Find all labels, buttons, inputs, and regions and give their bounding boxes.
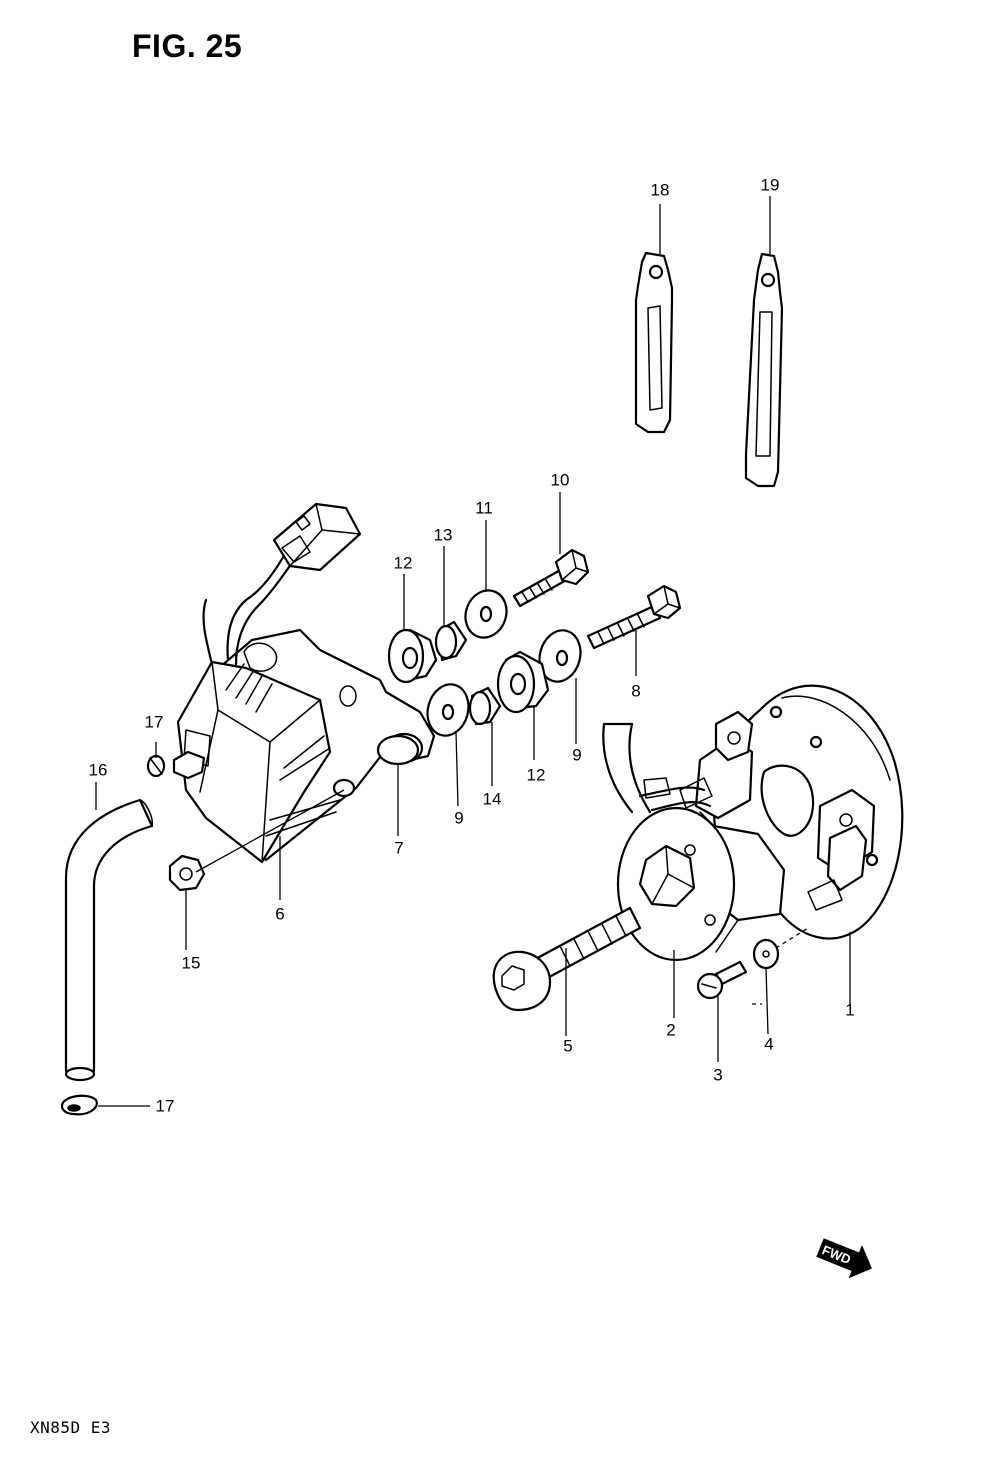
part-13-spacer[interactable] bbox=[436, 622, 466, 660]
part-4-washer[interactable] bbox=[754, 940, 778, 968]
part-5-bolt[interactable] bbox=[494, 908, 640, 1010]
part-9-washer-left[interactable] bbox=[422, 680, 474, 741]
callout-18[interactable]: 18 bbox=[650, 180, 670, 200]
leader-lines bbox=[96, 196, 850, 1106]
callout-9-left[interactable]: 9 bbox=[454, 808, 464, 828]
callout-14[interactable]: 14 bbox=[482, 789, 502, 809]
callout-5[interactable]: 5 bbox=[563, 1036, 573, 1056]
part-17-clamp-lower[interactable] bbox=[62, 1096, 97, 1115]
forward-arrow-icon: FWD bbox=[816, 1236, 876, 1280]
callout-10[interactable]: 10 bbox=[550, 470, 570, 490]
callout-3[interactable]: 3 bbox=[713, 1065, 723, 1085]
part-15-nut[interactable] bbox=[170, 856, 204, 890]
callout-16[interactable]: 16 bbox=[88, 760, 108, 780]
callout-12-lower[interactable]: 12 bbox=[526, 765, 546, 785]
part-19-ground-strap[interactable] bbox=[746, 254, 782, 486]
callout-7[interactable]: 7 bbox=[394, 838, 404, 858]
callout-4[interactable]: 4 bbox=[764, 1034, 774, 1054]
part-2-rotor[interactable] bbox=[618, 808, 784, 960]
callout-15[interactable]: 15 bbox=[181, 953, 201, 973]
part-16-hose[interactable] bbox=[66, 800, 152, 1080]
callout-9[interactable]: 9 bbox=[572, 745, 582, 765]
callout-2[interactable]: 2 bbox=[666, 1020, 676, 1040]
callout-17-lower[interactable]: 17 bbox=[155, 1096, 175, 1116]
part-3-screw[interactable] bbox=[698, 962, 746, 998]
callout-19[interactable]: 19 bbox=[760, 175, 780, 195]
part-9-washer[interactable] bbox=[534, 626, 586, 687]
part-7-washer[interactable] bbox=[378, 736, 418, 764]
callout-17-upper[interactable]: 17 bbox=[144, 712, 164, 732]
part-12-grommet[interactable] bbox=[389, 630, 436, 682]
part-10-bolt[interactable] bbox=[514, 550, 588, 606]
callout-8[interactable]: 8 bbox=[631, 681, 641, 701]
part-18-ground-strap[interactable] bbox=[636, 253, 672, 432]
part-14-spacer[interactable] bbox=[470, 688, 500, 724]
callout-1[interactable]: 1 bbox=[845, 1000, 855, 1020]
callout-13[interactable]: 13 bbox=[433, 525, 453, 545]
part-17-clamp-upper[interactable] bbox=[148, 756, 164, 776]
part-11-washer[interactable] bbox=[459, 585, 513, 644]
callout-12[interactable]: 12 bbox=[393, 553, 413, 573]
model-code: XN85D E3 bbox=[30, 1418, 112, 1437]
part-8-bolt[interactable] bbox=[588, 586, 680, 648]
figure-title: FIG. 25 bbox=[132, 28, 243, 64]
callout-6[interactable]: 6 bbox=[275, 904, 285, 924]
part-12-grommet-lower[interactable] bbox=[498, 652, 548, 712]
alignment-line bbox=[776, 928, 808, 948]
callout-11[interactable]: 11 bbox=[475, 498, 493, 518]
